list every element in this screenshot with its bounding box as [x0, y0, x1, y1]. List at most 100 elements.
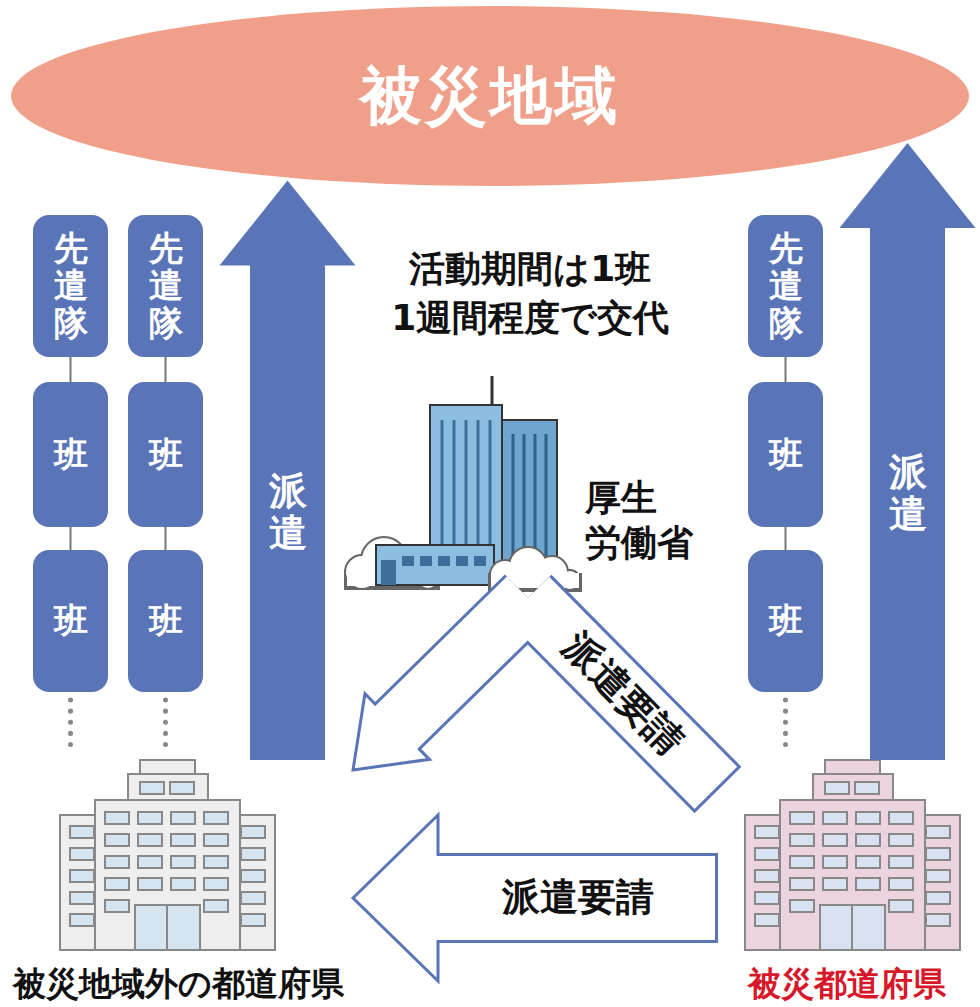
request-arrow-fill — [395, 598, 528, 729]
window — [171, 878, 195, 890]
team-link — [70, 527, 72, 550]
window — [790, 812, 814, 824]
window — [402, 556, 414, 566]
window — [856, 856, 880, 868]
window — [241, 914, 265, 926]
window — [823, 812, 847, 824]
window — [241, 892, 265, 904]
office-building — [745, 760, 960, 950]
team-box: 班 — [748, 550, 823, 692]
tower-stripe — [545, 434, 548, 575]
advance-team-box: 先遣隊 — [748, 215, 823, 357]
entrance — [820, 905, 885, 950]
window — [755, 870, 779, 882]
window — [755, 914, 779, 926]
window — [889, 834, 913, 846]
window — [70, 826, 94, 838]
building-label: 被災地域外の都道府県 — [13, 964, 344, 1004]
window — [438, 556, 450, 566]
window — [889, 900, 913, 912]
window — [790, 878, 814, 890]
roof-cap — [140, 760, 195, 774]
team-box: 班 — [128, 382, 203, 527]
window — [105, 900, 129, 912]
request-arrow — [528, 598, 718, 790]
window — [926, 892, 950, 904]
team-label: 先遣隊 — [149, 230, 183, 342]
arrow-label: 派遣要請 — [553, 624, 692, 764]
dispatch-arrow — [840, 143, 976, 760]
team-label: 班 — [149, 436, 183, 473]
window — [926, 870, 950, 882]
window — [105, 856, 129, 868]
entrance-frame — [166, 905, 168, 950]
advance-team-box: 先遣隊 — [128, 215, 203, 357]
window — [856, 878, 880, 890]
office-building — [60, 760, 275, 950]
window — [70, 914, 94, 926]
team-label: 班 — [149, 602, 183, 639]
window — [823, 878, 847, 890]
window — [889, 878, 913, 890]
window — [474, 556, 486, 566]
team-link — [165, 357, 167, 382]
antenna — [491, 376, 494, 405]
team-box: 班 — [33, 550, 108, 692]
window — [70, 848, 94, 860]
roof-cap — [825, 760, 880, 774]
team-label: 班 — [769, 436, 803, 473]
team-box: 班 — [128, 550, 203, 692]
team-box: 班 — [748, 382, 823, 527]
window — [926, 914, 950, 926]
team-link — [785, 357, 787, 382]
window — [138, 878, 162, 890]
affected-prefecture-node: 被災都道府県 — [718, 760, 976, 1004]
window — [171, 856, 195, 868]
window — [204, 900, 228, 912]
affected-area-ellipse: 被災地域 — [10, 5, 970, 187]
window — [138, 834, 162, 846]
ellipse-outline — [11, 6, 969, 186]
building-label: 厚生 労働省 — [585, 475, 698, 565]
window — [204, 856, 228, 868]
continuation-dots — [783, 700, 788, 754]
arrow-label: 派遣要請 — [500, 877, 656, 919]
team-label: 班 — [54, 602, 88, 639]
window — [889, 812, 913, 824]
prefecture-node: 被災地域外の都道府県 — [3, 760, 353, 1004]
window — [171, 812, 195, 824]
window — [105, 878, 129, 890]
window — [204, 812, 228, 824]
window — [105, 812, 129, 824]
window — [889, 856, 913, 868]
window — [790, 900, 814, 912]
request-arrow-fill — [528, 598, 716, 788]
team-link — [165, 527, 167, 550]
window — [70, 892, 94, 904]
window — [241, 848, 265, 860]
dispatch-arrow — [220, 181, 356, 760]
arrow-label: 派遣 — [889, 452, 927, 536]
window — [823, 856, 847, 868]
window — [140, 782, 164, 794]
window — [105, 834, 129, 846]
continuation-dots — [68, 700, 73, 754]
window — [790, 834, 814, 846]
window — [855, 782, 879, 794]
window — [204, 878, 228, 890]
window — [70, 870, 94, 882]
door — [381, 560, 396, 585]
team-link — [70, 357, 72, 382]
advance-team-box: 先遣隊 — [33, 215, 108, 357]
window — [926, 848, 950, 860]
window — [170, 782, 194, 794]
main-block — [780, 800, 925, 950]
window — [171, 834, 195, 846]
team-label: 班 — [54, 436, 88, 473]
window — [420, 556, 432, 566]
entrance-frame — [851, 905, 853, 950]
region-title: 被災地域 — [360, 54, 620, 138]
team-label: 班 — [769, 602, 803, 639]
window — [138, 812, 162, 824]
